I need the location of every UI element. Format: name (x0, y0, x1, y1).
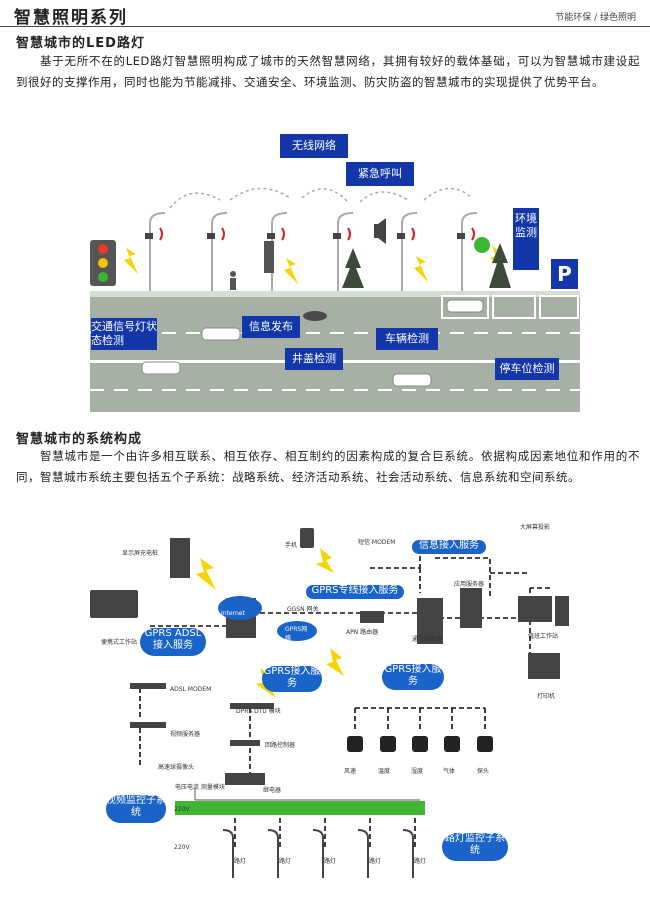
label-workstation: 值班工作站 (528, 633, 559, 640)
label-meter: 电压电流 测量模块 (175, 784, 225, 791)
label-dtu: DPRS DTU 模块 (236, 708, 281, 715)
page-title: 智慧照明系列 (14, 8, 128, 28)
label-phone: 手机 (285, 542, 298, 549)
label-manhole-detect: 井盖检测 (285, 348, 343, 370)
label-vehicle-detect: 车辆检测 (376, 328, 438, 350)
label-gprs-adsl: GPRS ADSL接入服务 (140, 628, 206, 656)
label-printer: 打印机 (537, 693, 556, 700)
label-sms-modem: 短信 MODEM (358, 539, 396, 546)
label-internet: Internet (221, 610, 245, 617)
label-gprs-line: GPRS专线接入服务 (306, 585, 404, 599)
label-projector: 大屏幕投影 (520, 524, 551, 531)
label-lamp-5: 路灯 (414, 858, 427, 865)
label-video-server: 视频服务器 (170, 731, 201, 738)
page-tagline: 节能环保 / 绿色照明 (555, 13, 636, 23)
label-info-publish: 信息发布 (242, 316, 300, 338)
label-apn: APN 路由器 (346, 629, 379, 636)
label-app-server: 应用服务器 (454, 581, 485, 588)
header-divider (0, 26, 650, 27)
label-relay: 继电器 (263, 787, 282, 794)
label-sensor-humidity: 湿度 (411, 768, 424, 775)
label-laptop: 便携式工作站 (101, 639, 138, 646)
label-sensor-gas: 气体 (443, 768, 456, 775)
label-adsl-modem: ADSL MODEM (170, 686, 212, 693)
label-gprs-access-2: GPRS接入服务 (382, 664, 444, 690)
label-parking-detect: 停车位检测 (495, 358, 559, 380)
label-traffic-detect: 交通信号灯状态检测 (91, 318, 157, 350)
label-ggsn: GGSN 网关 (287, 606, 319, 613)
label-emergency-call: 紧急呼叫 (346, 162, 414, 186)
label-video-subsystem: 视频监控子系统 (106, 795, 166, 823)
label-sensor-probe: 探头 (477, 768, 490, 775)
section1-title: 智慧城市的LED路灯 (16, 36, 145, 51)
section2-paragraph: 智慧城市是一个由许多相互联系、相互依存、相互制约的因素构成的复合巨系统。依据构成… (16, 449, 640, 484)
label-220v-1: 220V (174, 806, 190, 813)
power-bus (175, 801, 425, 815)
label-lamp-3: 路灯 (324, 858, 337, 865)
label-lamp-1: 路灯 (234, 858, 247, 865)
label-220v-2: 220V (174, 844, 190, 851)
system-diagram (90, 528, 569, 878)
section2-title: 智慧城市的系统构成 (16, 432, 143, 447)
section1-paragraph: 基于无所不在的LED路灯智慧照明构成了城市的天然智慧网络，其拥有较好的载体基础，… (16, 54, 640, 89)
label-comm-server: 通信服务器 (412, 636, 443, 643)
label-env-monitor: 环境监测 (513, 208, 539, 270)
label-sensor-wind: 风速 (344, 768, 357, 775)
label-gprs-access-1: GPRS接入服务 (262, 666, 322, 692)
parking-sign: P (557, 262, 572, 286)
label-loop-controller: 回路控制器 (265, 742, 296, 749)
label-sensor-temp: 温度 (378, 768, 391, 775)
label-streetlight-subsystem: 路灯监控子系统 (442, 833, 508, 861)
label-gprs-network: GPRS网络 (285, 626, 308, 642)
label-lamp-4: 路灯 (369, 858, 382, 865)
label-lamp-2: 路灯 (279, 858, 292, 865)
label-charger: 显示屏充电桩 (122, 550, 159, 557)
label-wireless-network: 无线网络 (280, 134, 348, 158)
label-info-access: 信息接入服务 (412, 540, 486, 554)
label-camera: 高速球摄像头 (158, 764, 195, 771)
